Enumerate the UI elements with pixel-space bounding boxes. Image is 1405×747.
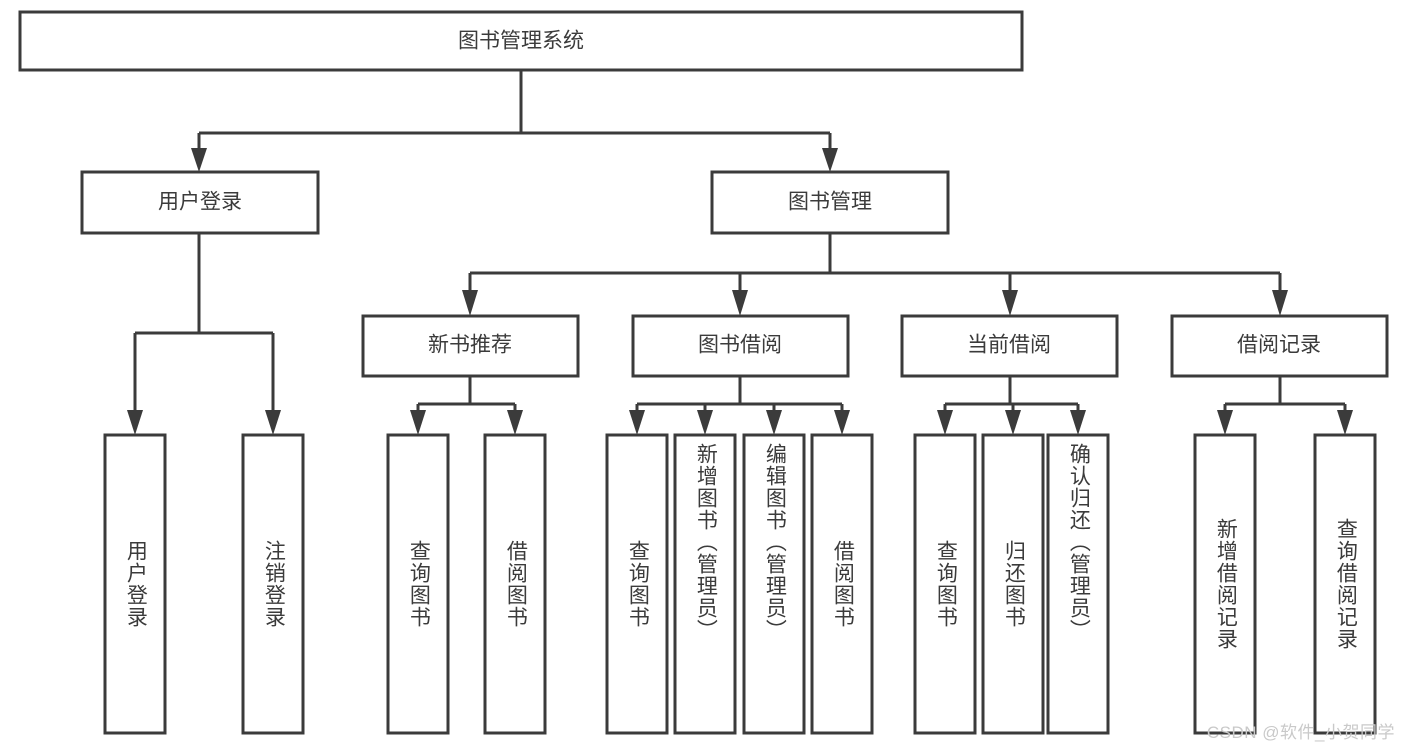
node-leaf-borrow-record-1[interactable]: [1193, 433, 1257, 735]
node-book-borrow-label: 图书借阅: [698, 334, 782, 357]
node-leaf-current-borrow-3[interactable]: [1046, 433, 1110, 735]
arrow-bookmanage-to-new-book: [462, 290, 478, 316]
csdn-watermark: CSDN @软件_小贺同学: [1206, 723, 1395, 742]
arrow-newbook-leaf-1: [410, 410, 426, 435]
arrow-bookmanage-to-borrow: [732, 290, 748, 316]
arrow-root-to-book-manage: [822, 148, 838, 172]
node-root-label: 图书管理系统: [458, 30, 584, 53]
node-book-management-label: 图书管理: [788, 191, 872, 214]
arrow-borrow-leaf-1: [629, 410, 645, 435]
node-leaf-book-borrow-4[interactable]: [810, 433, 874, 735]
arrow-current-leaf-1: [937, 410, 953, 435]
arrow-userlogin-leaf-1: [127, 410, 143, 435]
node-user-login[interactable]: [80, 170, 320, 235]
node-borrow-record[interactable]: [1170, 314, 1389, 378]
node-leaf-book-borrow-2[interactable]: [673, 433, 737, 735]
arrow-current-leaf-3: [1070, 410, 1086, 435]
node-layer: 图书管理系统 用户登录 图书管理 新书推荐 图书借阅 当前借阅 借阅记录: [18, 10, 1389, 735]
arrow-newbook-leaf-2: [507, 410, 523, 435]
node-leaf-user-login-2[interactable]: [241, 433, 305, 735]
arrow-borrow-leaf-3: [766, 410, 782, 435]
arrow-borrow-leaf-4: [834, 410, 850, 435]
arrow-record-leaf-1: [1217, 410, 1233, 435]
arrow-root-to-user-login: [191, 148, 207, 172]
node-current-borrow[interactable]: [900, 314, 1119, 378]
node-leaf-current-borrow-1[interactable]: [913, 433, 977, 735]
arrow-borrow-leaf-2: [697, 410, 713, 435]
node-book-management[interactable]: [710, 170, 950, 235]
node-leaf-user-login-1[interactable]: [103, 433, 167, 735]
node-leaf-book-borrow-3[interactable]: [742, 433, 806, 735]
node-new-book-recommend-label: 新书推荐: [428, 334, 512, 357]
node-borrow-record-label: 借阅记录: [1237, 334, 1321, 357]
node-leaf-book-borrow-1[interactable]: [605, 433, 669, 735]
node-root-book-management-system[interactable]: [18, 10, 1024, 72]
connector-layer: [127, 70, 1353, 435]
arrow-current-leaf-2: [1005, 410, 1021, 435]
node-book-borrow[interactable]: [631, 314, 850, 378]
node-leaf-new-book-1[interactable]: [386, 433, 450, 735]
node-new-book-recommend[interactable]: [361, 314, 580, 378]
node-user-login-label: 用户登录: [158, 191, 242, 214]
arrow-record-leaf-2: [1337, 410, 1353, 435]
node-current-borrow-label: 当前借阅: [967, 334, 1051, 357]
node-leaf-current-borrow-2[interactable]: [981, 433, 1045, 735]
node-leaf-borrow-record-2[interactable]: [1313, 433, 1377, 735]
arrow-bookmanage-to-record: [1272, 290, 1288, 316]
arrow-bookmanage-to-current: [1002, 290, 1018, 316]
arrow-userlogin-leaf-2: [265, 410, 281, 435]
node-leaf-new-book-2[interactable]: [483, 433, 547, 735]
